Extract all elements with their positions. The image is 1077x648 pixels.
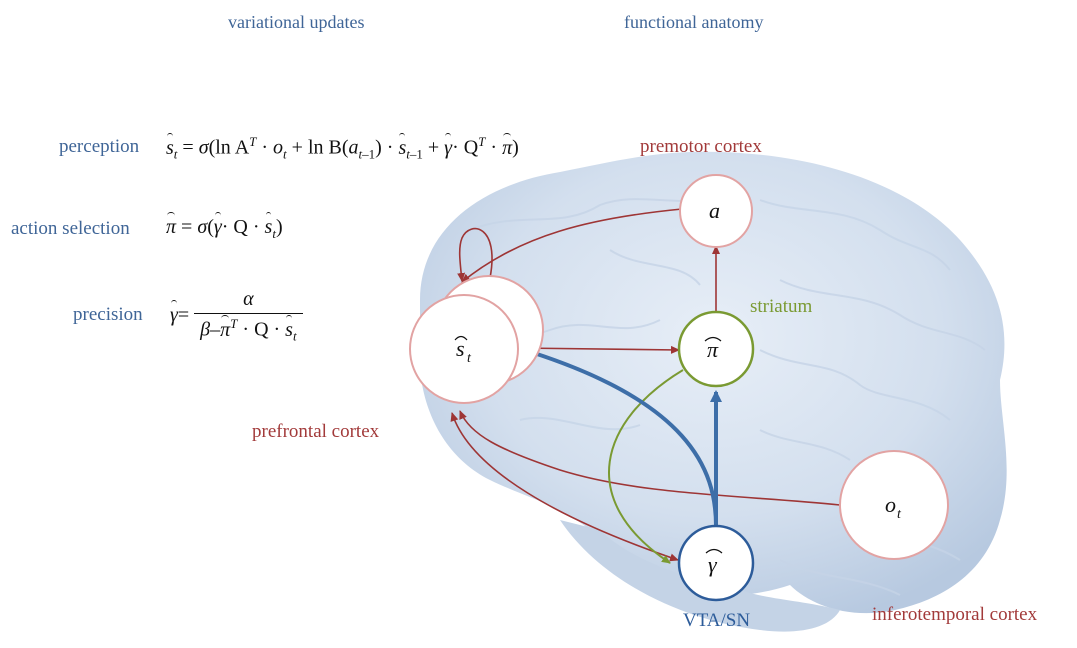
node-precision: γ (677, 524, 755, 602)
label-vta-sn: VTA/SN (683, 610, 751, 631)
equation-action-selection: π = σ(γ· Q · st) (166, 212, 283, 241)
connection-arrows (450, 208, 841, 564)
arrow-action-to-states (461, 208, 683, 283)
node-states: s t (409, 275, 544, 404)
arrow-policy-to-precision (608, 369, 684, 564)
node-policy-label: π (707, 337, 719, 362)
arrow-states-precision (450, 412, 679, 562)
node-outcomes: o t (839, 450, 949, 560)
arrow-states-self-loop (457, 227, 493, 282)
header-variational-updates: variational updates (228, 12, 365, 32)
node-precision-label: γ (708, 552, 718, 577)
node-states-sub: t (467, 351, 472, 366)
label-striatum: striatum (750, 296, 813, 317)
label-action-selection: action selection (11, 218, 130, 239)
node-outcomes-label: o (885, 492, 896, 517)
label-premotor-cortex: premotor cortex (640, 136, 762, 157)
label-prefrontal-cortex: prefrontal cortex (252, 421, 380, 442)
header-functional-anatomy: functional anatomy (624, 12, 764, 32)
arrow-states-policy (516, 344, 680, 354)
node-states-label: s (456, 336, 465, 361)
label-perception: perception (59, 136, 140, 157)
equation-precision: γ= α β–πT · Q · st (170, 288, 303, 345)
node-action: a (679, 174, 753, 248)
node-action-label: a (709, 198, 720, 223)
equation-perception: st = σ(ln AT · ot + ln B(at–1) · st–1 + … (166, 132, 519, 162)
node-policy: π (677, 310, 755, 388)
node-outcomes-sub: t (897, 507, 902, 522)
label-precision: precision (73, 304, 143, 325)
label-inferotemporal-cortex: inferotemporal cortex (872, 604, 1038, 625)
